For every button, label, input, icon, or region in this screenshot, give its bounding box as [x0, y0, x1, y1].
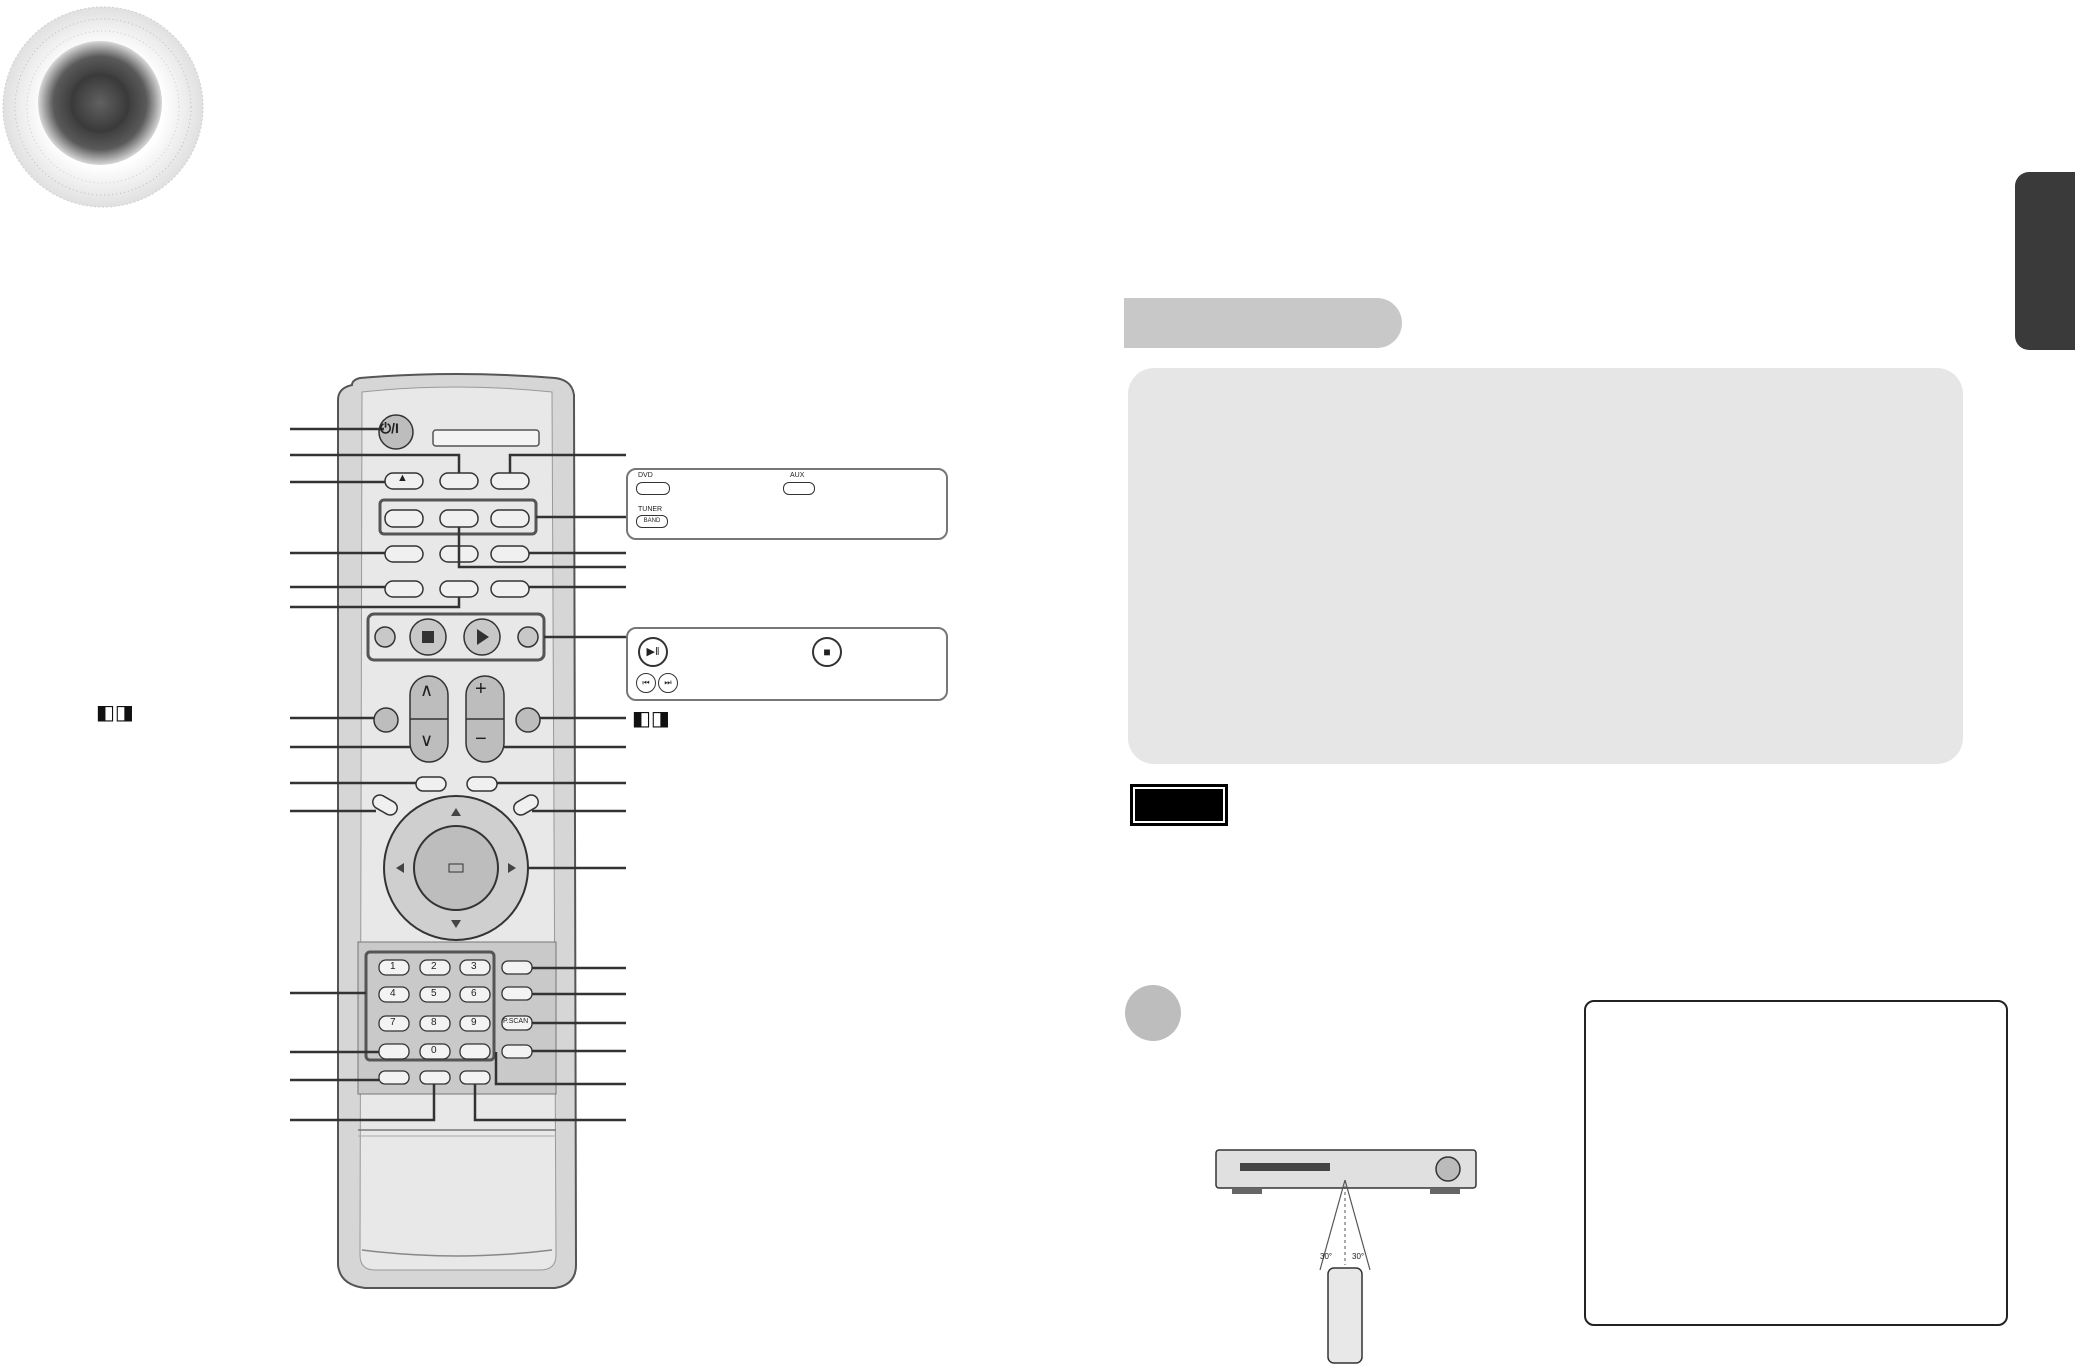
key-2: 2: [431, 961, 437, 972]
skip-forward-icon: ⏭: [658, 673, 678, 693]
key-5: 5: [431, 988, 437, 999]
eject-symbol: ▲: [397, 472, 408, 484]
key-6: 6: [471, 988, 477, 999]
function-callout: DVD AUX TUNER BAND: [626, 468, 948, 540]
dvd-label: DVD: [638, 472, 653, 479]
pscan-key-label: P.SCAN: [503, 1018, 529, 1025]
key-4: 4: [390, 988, 396, 999]
battery-tip-frame: [1584, 1000, 2008, 1326]
power-symbol: ⏻/I: [380, 420, 399, 436]
aux-button-icon: [783, 482, 815, 495]
receiver-range-illustration: [1215, 1149, 1477, 1364]
up-symbol: ∧: [420, 680, 434, 700]
play-pause-icon: ▶‖: [638, 637, 668, 667]
band-button-icon: BAND: [636, 515, 668, 528]
skip-back-icon: ⏮: [636, 673, 656, 693]
plus-symbol: +: [475, 678, 487, 700]
leader-lines: [290, 427, 628, 1122]
speaker-graphic: [2, 6, 204, 208]
key-7: 7: [390, 1017, 396, 1028]
dvd-button-icon: [636, 482, 670, 495]
tuner-label: TUNER: [638, 506, 663, 513]
battery-steps-panel: [1128, 368, 1963, 764]
range-angle-left: 30°: [1320, 1252, 1333, 1261]
stop-icon: ■: [812, 637, 842, 667]
step-number-circle: [1125, 985, 1181, 1041]
dolby-right-icon: ◧◨: [632, 706, 670, 730]
dolby-left-icon: ◧◨: [96, 700, 134, 724]
key-3: 3: [471, 961, 477, 972]
range-angle-right: 30°: [1352, 1252, 1365, 1261]
down-symbol: ∨: [420, 730, 434, 750]
key-8: 8: [431, 1017, 437, 1028]
key-9: 9: [471, 1017, 477, 1028]
transport-callout: ▶‖ ■ ⏮ ⏭: [626, 627, 948, 701]
aux-label: AUX: [790, 472, 805, 479]
note-label-box: [1130, 784, 1228, 826]
key-0: 0: [431, 1045, 437, 1056]
key-1: 1: [390, 961, 396, 972]
section-header-pill: [1124, 298, 1402, 348]
remote-control-illustration: [337, 373, 578, 1289]
section-tab: [2015, 172, 2075, 350]
minus-symbol: −: [475, 728, 487, 750]
